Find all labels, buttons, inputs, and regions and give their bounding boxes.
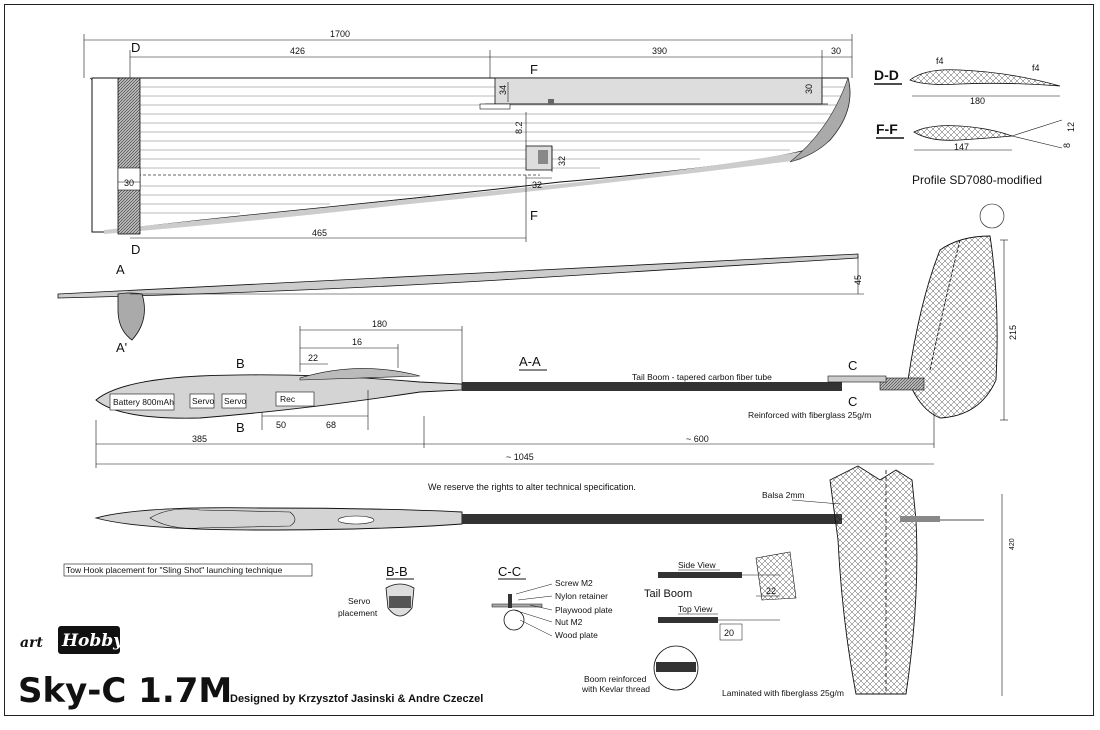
title-block: art Hobby Sky-C 1.7M Designed by Krzyszt… [18, 626, 483, 711]
servo2-label: Servo [224, 396, 246, 406]
dim-fus-50: 50 [276, 420, 286, 430]
reinforced-note: Reinforced with fiberglass 25g/m [748, 410, 871, 420]
section-bb: B-B Servo placement [338, 564, 415, 618]
dim-ff-8: 8 [1062, 143, 1072, 148]
dim-dihedral: 45 [853, 275, 863, 285]
section-cc: C-C Screw M2 Nylon retainer Playwood pla… [491, 564, 613, 640]
dim-dd-f4b: f4 [1032, 63, 1040, 73]
rec-label: Rec [280, 394, 296, 404]
wing-top-view: 1700 426 390 30 34 30 8.2 32 32 30 465 D… [83, 29, 853, 257]
top-view-label: Top View [678, 604, 713, 614]
fuselage-side-view: Battery 800mAh Servo Servo Rec 180 1 [95, 203, 1018, 468]
aileron [494, 77, 823, 105]
dim-fus-385: 385 [192, 434, 207, 444]
label-a-prime: A' [116, 340, 127, 355]
section-cc-label: C-C [498, 564, 521, 579]
dim-tip-len: 30 [831, 46, 841, 56]
designed-by: Designed by Krzysztof Jasinski & Andre C… [230, 693, 483, 705]
battery [109, 393, 175, 411]
screw-note: Screw M2 [555, 578, 593, 588]
profile-sections: D-D 180 f4 f4 F-F 147 12 8 Profile SD708… [874, 56, 1076, 187]
label-d-bottom: D [131, 242, 140, 257]
tail-boom-note: Tail Boom - tapered carbon fiber tube [632, 372, 772, 382]
brand-art: art [20, 635, 43, 651]
balsa-note: Balsa 2mm [762, 490, 805, 500]
dim-wing-root: 180 [372, 319, 387, 329]
dim-ff-chord: 147 [954, 142, 969, 152]
dim-nose-16: 16 [352, 337, 362, 347]
section-aa-label: A-A [519, 354, 541, 369]
profile-dd [909, 69, 1061, 87]
brand-hobby: Hobby [61, 631, 124, 651]
dim-root-len: 426 [290, 46, 305, 56]
servo-placement-2: placement [338, 608, 378, 618]
dim-fus-68: 68 [326, 420, 336, 430]
dim-boom-600: ~ 600 [686, 434, 709, 444]
wing-joiner [117, 77, 141, 235]
dim-boom-20: 20 [724, 628, 734, 638]
section-bb-label: B-B [386, 564, 408, 579]
label-c-bottom: C [848, 394, 857, 409]
ply-note: Playwood plate [555, 605, 613, 615]
servo-placement-1: Servo [348, 596, 370, 606]
tail-boom-top [462, 514, 842, 524]
dim-total-1045: ~ 1045 [506, 452, 534, 462]
tail-boom-detail: Side View 22 Tail Boom Top View 20 Boom … [581, 551, 844, 698]
brand-hobby-badge [58, 626, 120, 654]
nut-note: Nut M2 [555, 617, 583, 627]
receiver [275, 391, 315, 407]
model-title: Sky-C 1.7M [18, 671, 232, 711]
tow-hook-note: Tow Hook placement for "Sling Shot" laun… [66, 565, 283, 575]
label-b-top: B [236, 356, 245, 371]
label-a: A [116, 262, 125, 277]
dim-servo-w: 32 [532, 180, 542, 190]
vertical-fin [907, 235, 998, 419]
section-ff-label: F-F [876, 121, 898, 137]
label-f-bottom: F [530, 208, 538, 223]
servo-2 [221, 393, 247, 409]
battery-label: Battery 800mAh [113, 397, 174, 407]
servo1-label: Servo [192, 396, 214, 406]
dim-ff-12: 12 [1066, 122, 1076, 132]
dim-boom-22: 22 [766, 586, 776, 596]
dim-spoiler: 8.2 [514, 121, 524, 134]
fuselage-front [117, 292, 145, 341]
label-f-top: F [530, 62, 538, 77]
label-b-bottom: B [236, 420, 245, 435]
drawing-frame [4, 4, 1094, 716]
stabilizer [829, 465, 918, 695]
profile-caption: Profile SD7080-modified [912, 173, 1042, 187]
fuselage-top-view: We reserve the rights to alter technical… [94, 465, 1016, 696]
boom-kevlar-2: with Kevlar thread [581, 684, 650, 694]
dim-stab-420: 420 [1009, 538, 1016, 550]
nylon-note: Nylon retainer [555, 591, 608, 601]
wood-note: Wood plate [555, 630, 598, 640]
reserve-note: We reserve the rights to alter technical… [428, 482, 636, 492]
laminated-note: Laminated with fiberglass 25g/m [722, 688, 844, 698]
dim-servo-h: 32 [557, 156, 567, 166]
dim-ft-mark: 30 [124, 178, 134, 188]
section-dd-label: D-D [874, 67, 899, 83]
label-c-top: C [848, 358, 857, 373]
dim-fin-h: 215 [1008, 325, 1018, 340]
side-view-label: Side View [678, 560, 717, 570]
dim-dd-chord: 180 [970, 96, 985, 106]
boom-kevlar-1: Boom reinforced [584, 674, 647, 684]
profile-ff [913, 125, 1013, 141]
tail-boom-small-label: Tail Boom [644, 588, 692, 600]
label-d-top: D [131, 40, 140, 55]
detail-circle [979, 203, 1005, 229]
dim-nose-22: 22 [308, 353, 318, 363]
servo-1 [189, 393, 215, 409]
tail-boom-side [462, 382, 842, 391]
dim-aileron-tip-chord: 30 [804, 84, 814, 94]
tow-hook-box [63, 563, 313, 577]
wing-front-view: 45 A A' [57, 253, 864, 355]
dim-dd-f4a: f4 [936, 56, 944, 66]
dim-te-len: 465 [312, 228, 327, 238]
dim-span: 1700 [330, 29, 350, 39]
dim-aileron-len: 390 [652, 46, 667, 56]
dim-aileron-chord: 34 [498, 85, 508, 95]
